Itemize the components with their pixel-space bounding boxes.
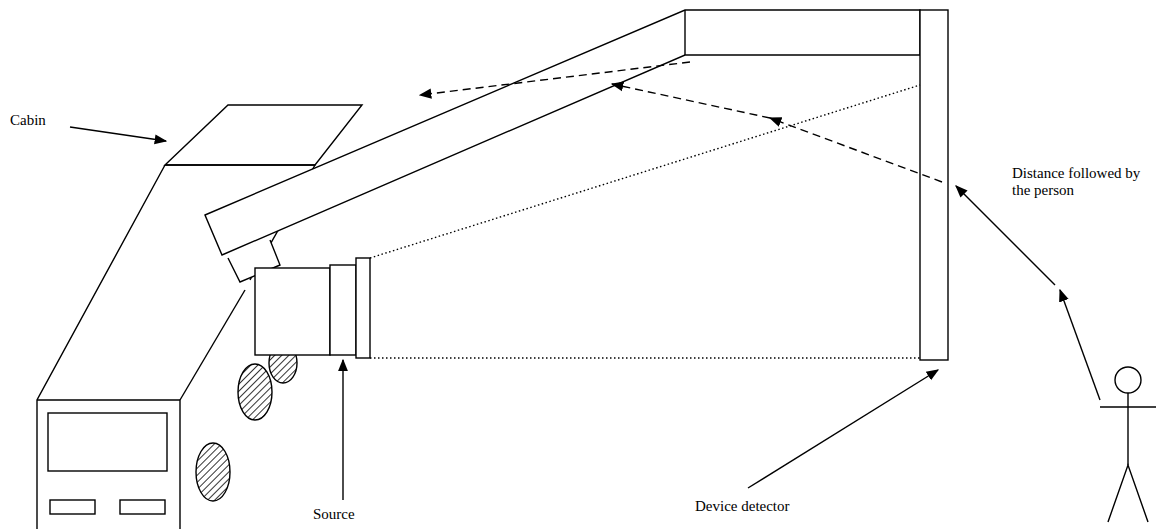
path-arrow — [612, 84, 770, 118]
beam-line — [370, 357, 920, 358]
truck-light — [120, 500, 165, 514]
truck-body — [180, 290, 245, 400]
wheel — [196, 443, 230, 501]
person-path-arrow — [956, 186, 1055, 285]
truck-body — [37, 165, 165, 529]
leader-arrow — [342, 360, 343, 500]
text-label: Device detector — [695, 498, 790, 515]
truck-front — [37, 400, 180, 529]
person-arms — [1100, 406, 1156, 407]
person-body — [1127, 393, 1128, 465]
source-box — [255, 268, 330, 355]
truck-light — [50, 500, 95, 514]
text-label: Source — [313, 506, 355, 523]
person-legs — [1108, 465, 1148, 522]
source-plate — [356, 258, 370, 358]
wheel — [238, 364, 272, 420]
text-label: Cabin — [10, 112, 46, 129]
truck-cabin — [165, 105, 362, 165]
path-arrow — [770, 118, 942, 182]
leader-arrow — [70, 127, 166, 141]
truck-window — [48, 413, 167, 471]
device-detector — [920, 10, 948, 360]
leader-arrow — [748, 370, 938, 488]
beam-line — [370, 85, 920, 258]
boom-joint — [684, 10, 685, 55]
path-arrow — [420, 62, 690, 95]
text-label: Distance followed by the person — [1012, 165, 1162, 199]
boom-arm — [205, 10, 920, 255]
source-collimator — [330, 265, 356, 355]
person-head — [1115, 367, 1141, 393]
person-path-arrow — [1060, 290, 1100, 400]
